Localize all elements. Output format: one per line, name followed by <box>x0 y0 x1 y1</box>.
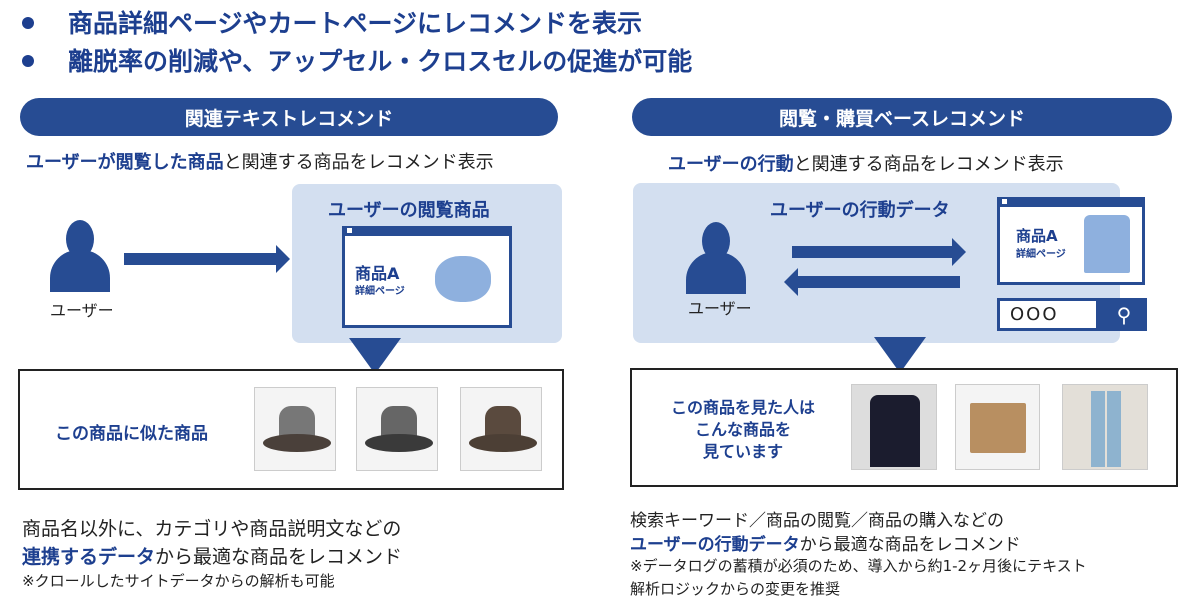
search-icon[interactable]: ⚲ <box>1116 303 1132 327</box>
desc-bold: 連携するデータ <box>22 546 156 568</box>
right-note: ※データログの蓄積が必須のため、導入から約1-2ヶ月後にテキスト <box>630 557 1087 575</box>
right-subtitle: ユーザーの行動と関連する商品をレコメンド表示 <box>668 150 1064 176</box>
product-name: 商品A <box>1016 227 1058 245</box>
product-image-jeans[interactable] <box>1062 384 1148 470</box>
user-icon <box>50 220 110 292</box>
product-image-shorts[interactable] <box>955 384 1040 470</box>
product-image-hat[interactable] <box>254 387 336 471</box>
hat-icon <box>435 256 491 302</box>
right-note: 解析ロジックからの変更を推奨 <box>630 580 841 598</box>
result-label: この商品を見た人は こんな商品を 見ています <box>648 397 838 463</box>
right-section-header: 閲覧・購買ベースレコメンド <box>632 98 1172 136</box>
bullet-text: 離脱率の削減や、アップセル・クロスセルの促進が可能 <box>68 47 693 76</box>
arrow-left-icon <box>784 268 960 296</box>
user-label: ユーザー <box>688 299 752 318</box>
result-line: この商品を見た人は <box>670 398 815 417</box>
subtitle-bold: ユーザーの行動 <box>668 154 794 175</box>
result-label: この商品に似た商品 <box>55 424 208 444</box>
search-input[interactable]: OOO <box>1000 301 1096 328</box>
subtitle-rest: と関連する商品をレコメンド表示 <box>223 152 494 173</box>
desc-bold: ユーザーの行動データ <box>630 535 800 555</box>
left-section-header: 関連テキストレコメンド <box>20 98 558 136</box>
product-image-jacket[interactable] <box>851 384 937 470</box>
jacket-icon <box>1084 215 1130 273</box>
right-description: ユーザーの行動データから最適な商品をレコメンド <box>630 530 1021 555</box>
panel-title: ユーザーの閲覧商品 <box>328 200 490 221</box>
product-image-hat[interactable] <box>356 387 438 471</box>
down-arrow-icon <box>874 337 926 373</box>
search-box[interactable]: OOO ⚲ <box>997 298 1147 331</box>
result-line: 見ています <box>702 442 783 461</box>
left-subtitle: ユーザーが閲覧した商品と関連する商品をレコメンド表示 <box>26 148 494 174</box>
bullet-dot <box>22 17 34 29</box>
bullet-text: 商品詳細ページやカートページにレコメンドを表示 <box>68 9 643 38</box>
bullet-dot <box>22 55 34 67</box>
desc-rest: から最適な商品をレコメンド <box>799 535 1021 555</box>
arrow-right-icon <box>124 245 290 273</box>
right-description: 検索キーワード／商品の閲覧／商品の購入などの <box>630 511 1004 531</box>
user-icon <box>686 222 746 294</box>
arrow-right-icon <box>792 238 966 266</box>
subtitle-bold: ユーザーが閲覧した商品 <box>26 152 224 173</box>
product-image-hat[interactable] <box>460 387 542 471</box>
subtitle-rest: と関連する商品をレコメンド表示 <box>793 154 1064 175</box>
left-note: ※クロールしたサイトデータからの解析も可能 <box>22 572 335 590</box>
browser-window: 商品A 詳細ページ <box>997 197 1145 285</box>
product-page-label: 詳細ページ <box>355 286 405 297</box>
down-arrow-icon <box>349 338 401 374</box>
result-line: こんな商品を <box>694 420 791 439</box>
browser-window: 商品A 詳細ページ <box>342 226 512 328</box>
left-description: 連携するデータから最適な商品をレコメンド <box>22 542 402 569</box>
user-label: ユーザー <box>50 301 114 320</box>
left-description: 商品名以外に、カテゴリや商品説明文などの <box>22 518 402 540</box>
desc-rest: から最適な商品をレコメンド <box>155 546 403 568</box>
product-name: 商品A <box>355 264 400 283</box>
panel-title: ユーザーの行動データ <box>770 200 950 221</box>
product-page-label: 詳細ページ <box>1016 249 1066 260</box>
